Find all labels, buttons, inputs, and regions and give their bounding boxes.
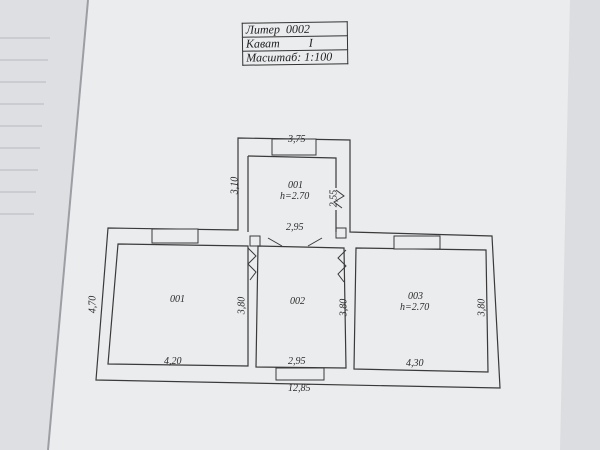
dim-room1-width: 4,20 — [164, 356, 182, 367]
title-row-liter: Литер 0002 — [242, 21, 348, 38]
door-passage-left — [267, 237, 283, 247]
room-top-id: 001 — [288, 180, 303, 191]
floor-label: Кават — [245, 36, 280, 51]
floor-plan — [95, 137, 501, 389]
window-left — [151, 228, 199, 244]
liter-label: Литер — [245, 22, 281, 37]
dim-top-height: 3,10 — [229, 176, 241, 195]
room-right-height: h=2.70 — [400, 302, 430, 313]
room-left-id: 001 — [170, 294, 185, 305]
dim-room3-width: 4,30 — [406, 358, 424, 369]
dim-total-width: 12,85 — [288, 383, 311, 394]
main-page — [48, 0, 600, 450]
door-right-room — [337, 249, 347, 283]
dim-room2-height: 3,80 — [338, 298, 350, 317]
dim-room2-width: 2,95 — [288, 356, 306, 367]
middle-room-wall — [255, 245, 347, 369]
dim-room1-height: 3,80 — [236, 296, 248, 315]
partition-stub-right — [335, 227, 347, 239]
back-page — [0, 0, 95, 450]
room-top-height: h=2.70 — [280, 191, 310, 202]
back-page-lines — [0, 37, 50, 215]
window-top — [271, 138, 317, 156]
door-top-room — [333, 189, 345, 209]
floor-value: I — [308, 35, 313, 50]
doors — [247, 189, 347, 283]
door-passage-right — [307, 237, 323, 247]
dim-passage: 2,95 — [286, 222, 304, 233]
dim-left-total: 4,70 — [87, 295, 99, 314]
page-edge-shadow — [560, 0, 600, 450]
liter-value: 0002 — [285, 21, 311, 37]
scale-label: Масштаб: 1:100 — [246, 49, 333, 65]
title-block: Литер 0002 Кават I Масштаб: 1:100 — [242, 21, 349, 66]
partition-stub-left — [249, 235, 261, 247]
windows — [151, 138, 441, 381]
entrance-door — [275, 367, 325, 381]
title-row-scale: Масштаб: 1:100 — [242, 49, 348, 66]
dim-room3-height: 3,80 — [476, 298, 488, 317]
page-binding — [47, 0, 89, 450]
right-room-wall — [353, 247, 489, 373]
door-left-room — [247, 247, 257, 281]
dim-top-right: 2,55 — [328, 189, 340, 208]
room-right-id: 003 — [408, 291, 423, 302]
dim-top-width: 3,75 — [288, 134, 306, 145]
left-room-wall — [107, 243, 249, 367]
window-right — [393, 235, 441, 250]
room-middle-id: 002 — [290, 296, 305, 307]
